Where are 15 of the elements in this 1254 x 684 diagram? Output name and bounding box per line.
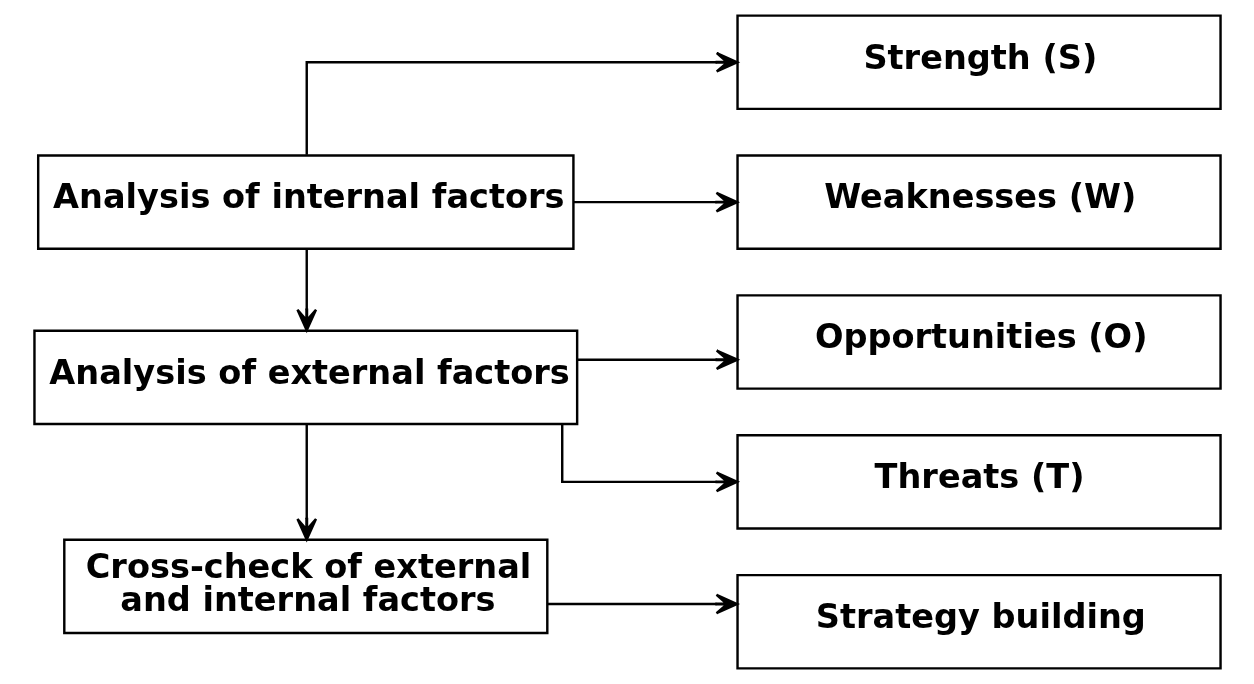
arrow (573, 191, 738, 213)
node-box: Threats (T) (735, 434, 1222, 530)
node-box: Strategy building (735, 573, 1222, 670)
node-box: Weaknesses (W) (735, 154, 1222, 250)
node-box: Analysis of internal factors (36, 154, 575, 250)
arrow (576, 349, 738, 371)
node-box: Opportunities (O) (735, 294, 1222, 390)
node-box: Analysis of external factors (32, 329, 578, 426)
arrow (560, 424, 738, 493)
arrow (305, 51, 738, 155)
arrow (546, 593, 738, 615)
arrow (295, 424, 317, 541)
node-box: Cross-check of external and internal factors (62, 538, 548, 635)
node-box: Strength (S) (735, 14, 1222, 111)
arrow (295, 249, 317, 332)
